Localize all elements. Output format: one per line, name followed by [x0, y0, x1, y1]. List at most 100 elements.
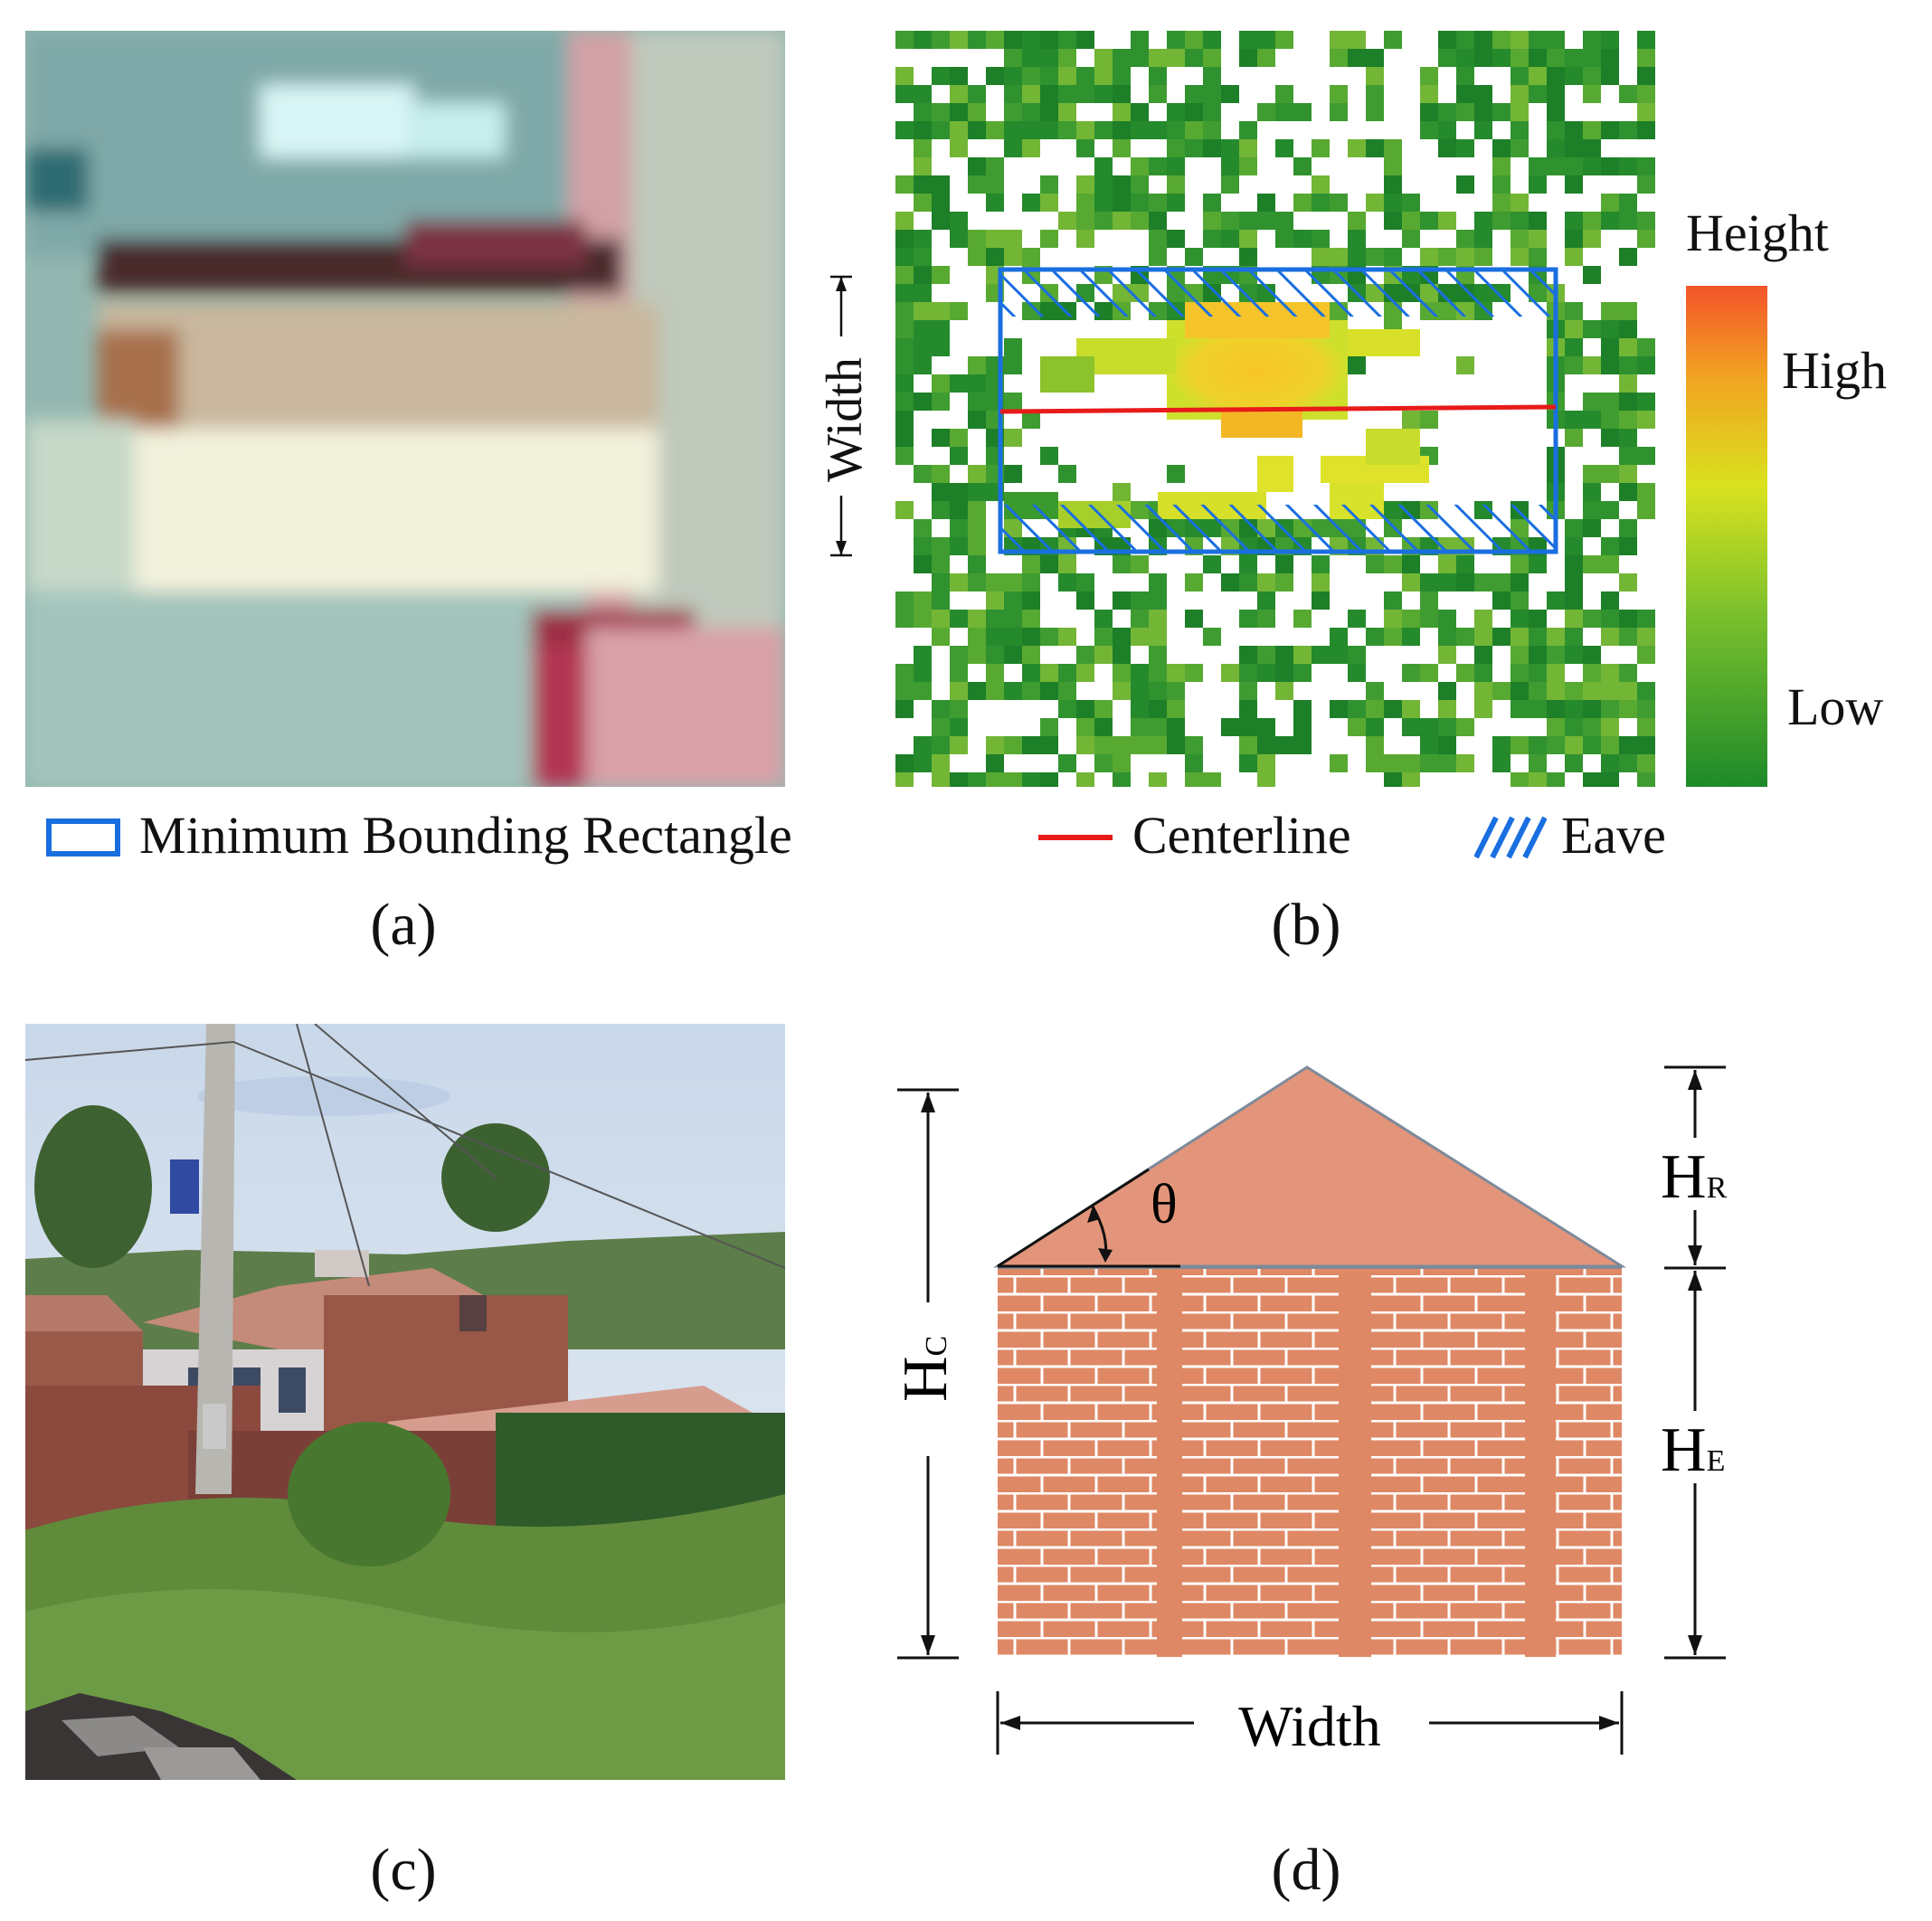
vegetation-cell — [1384, 248, 1402, 266]
vegetation-cell — [1149, 230, 1167, 248]
vegetation-cell — [1529, 230, 1547, 248]
vegetation-cell — [1637, 230, 1655, 248]
vegetation-cell — [968, 555, 986, 573]
vegetation-cell — [1565, 610, 1583, 628]
vegetation-cell — [1058, 682, 1076, 700]
vegetation-cell — [895, 501, 914, 519]
vegetation-cell — [1637, 754, 1655, 772]
vegetation-cell — [1637, 447, 1655, 465]
vegetation-cell — [914, 248, 932, 266]
vegetation-cell — [1565, 230, 1583, 248]
vegetation-cell — [950, 573, 968, 591]
vegetation-cell — [1167, 31, 1185, 49]
vegetation-cell — [1131, 591, 1149, 610]
vegetation-cell — [895, 664, 914, 682]
vegetation-cell — [986, 591, 1004, 610]
vegetation-cell — [1511, 121, 1529, 139]
vegetation-cell — [1637, 682, 1655, 700]
vegetation-cell — [1058, 465, 1076, 483]
vegetation-cell — [1565, 411, 1583, 429]
vegetation-cell — [1565, 49, 1583, 67]
vegetation-cell — [1221, 85, 1239, 103]
vegetation-cell — [1420, 248, 1438, 266]
vegetation-cell — [1366, 85, 1384, 103]
vegetation-cell — [1601, 212, 1619, 230]
vegetation-cell — [1221, 718, 1239, 736]
vegetation-cell — [1076, 67, 1094, 85]
vegetation-cell — [1004, 429, 1022, 447]
vegetation-cell — [932, 302, 950, 320]
vegetation-cell — [1131, 175, 1149, 194]
vegetation-cell — [1492, 754, 1511, 772]
vegetation-cell — [1131, 212, 1149, 230]
vegetation-cell — [1275, 103, 1293, 121]
vegetation-cell — [1565, 555, 1583, 573]
vegetation-cell — [1312, 230, 1330, 248]
vegetation-cell — [1330, 248, 1348, 266]
vegetation-cell — [1257, 736, 1275, 754]
vegetation-cell — [1149, 157, 1167, 175]
vegetation-cell — [1113, 591, 1131, 610]
vegetation-cell — [1583, 664, 1601, 682]
vegetation-cell — [1637, 31, 1655, 49]
vegetation-cell — [1492, 49, 1511, 67]
vegetation-cell — [1275, 736, 1293, 754]
vegetation-cell — [1529, 736, 1547, 754]
vegetation-cell — [1348, 664, 1366, 682]
vegetation-cell — [914, 591, 932, 610]
vegetation-cell — [1004, 230, 1022, 248]
vegetation-cell — [1547, 49, 1565, 67]
vegetation-cell — [1312, 555, 1330, 573]
vegetation-cell — [1022, 85, 1040, 103]
vegetation-cell — [1167, 230, 1185, 248]
vegetation-cell — [1601, 718, 1619, 736]
vegetation-cell — [1402, 664, 1420, 682]
vegetation-cell — [1547, 139, 1565, 157]
vegetation-cell — [1076, 139, 1094, 157]
vegetation-cell — [1221, 230, 1239, 248]
vegetation-cell — [986, 157, 1004, 175]
vegetation-cell — [1420, 121, 1438, 139]
vegetation-cell — [1474, 230, 1492, 248]
vegetation-cell — [1312, 139, 1330, 157]
vegetation-cell — [1438, 610, 1456, 628]
vegetation-cell — [986, 628, 1004, 646]
vegetation-cell — [1312, 248, 1330, 266]
vegetation-cell — [1529, 754, 1547, 772]
vegetation-cell — [1438, 555, 1456, 573]
vegetation-cell — [1149, 49, 1167, 67]
vegetation-cell — [1076, 121, 1094, 139]
vegetation-cell — [950, 302, 968, 320]
vegetation-cell — [1131, 31, 1149, 49]
vegetation-cell — [1257, 591, 1275, 610]
vegetation-cell — [1619, 700, 1637, 718]
vegetation-cell — [1619, 411, 1637, 429]
vegetation-cell — [968, 465, 986, 483]
vegetation-cell — [1583, 610, 1601, 628]
vegetation-cell — [968, 501, 986, 519]
vegetation-cell — [1366, 49, 1384, 67]
vegetation-cell — [914, 175, 932, 194]
vegetation-cell — [1565, 429, 1583, 447]
vegetation-cell — [1438, 248, 1456, 266]
vegetation-cell — [1492, 157, 1511, 175]
vegetation-cell — [950, 67, 968, 85]
vegetation-cell — [1420, 664, 1438, 682]
line-icon — [1038, 835, 1113, 840]
vegetation-cell — [1384, 212, 1402, 230]
vegetation-cell — [986, 31, 1004, 49]
vegetation-cell — [1221, 157, 1239, 175]
vegetation-cell — [950, 429, 968, 447]
vegetation-cell — [1511, 555, 1529, 573]
vegetation-cell — [1637, 483, 1655, 501]
vegetation-cell — [1094, 700, 1113, 718]
vegetation-cell — [1022, 411, 1040, 429]
vegetation-cell — [1474, 85, 1492, 103]
vegetation-cell — [1149, 664, 1167, 682]
vegetation-cell — [1529, 555, 1547, 573]
vegetation-cell — [1203, 212, 1221, 230]
vegetation-cell — [1348, 718, 1366, 736]
vegetation-cell — [1257, 31, 1275, 49]
vegetation-cell — [1601, 610, 1619, 628]
vegetation-cell — [950, 537, 968, 555]
